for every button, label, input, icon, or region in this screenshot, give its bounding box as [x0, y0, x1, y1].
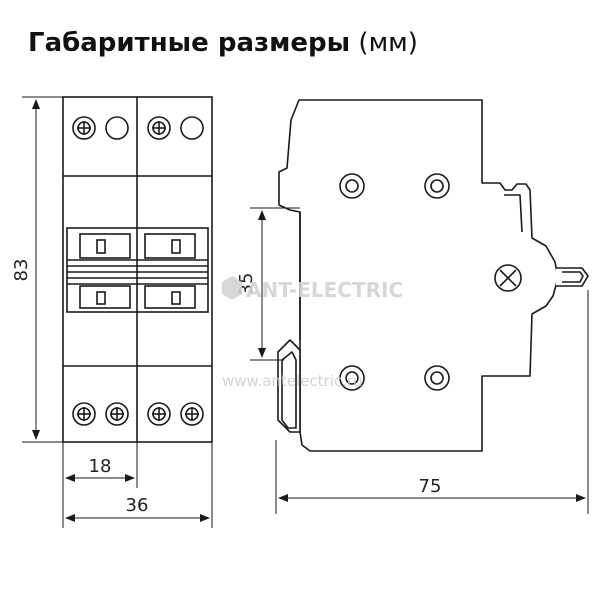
- top-screw-left: [72, 116, 96, 140]
- top-hole-right: [180, 116, 204, 140]
- front-view: [62, 96, 213, 443]
- title-main: Габаритные размеры: [28, 28, 351, 58]
- top-screw-right: [147, 116, 171, 140]
- side-body-outline: [278, 99, 559, 452]
- dim-din: [250, 207, 300, 361]
- handle-lower-left: [79, 285, 131, 309]
- page-title: Габаритные размеры (мм): [28, 28, 418, 58]
- watermark-url: www.antelectric.ru: [222, 372, 363, 390]
- title-unit: (мм): [358, 28, 418, 58]
- dim-height: [22, 96, 63, 443]
- dim-height-label: 83: [11, 259, 32, 282]
- watermark-logo-icon: [222, 276, 242, 300]
- handle-upper-left: [79, 233, 131, 259]
- bottom-screw-3: [147, 402, 171, 426]
- watermark: ANT-ELECTRIC www.antelectric.ru: [222, 276, 403, 390]
- side-hole-2: [424, 173, 450, 199]
- dim-depth-label: 75: [419, 476, 442, 497]
- side-rivet: [494, 264, 522, 292]
- bottom-screw-1: [72, 402, 96, 426]
- handle-lower-right: [144, 285, 196, 309]
- dim-module-width-label: 18: [89, 456, 112, 477]
- dim-widths: [62, 442, 213, 528]
- top-hole-left: [105, 116, 129, 140]
- dim-depth: [275, 290, 589, 514]
- dim-total-width-label: 36: [126, 495, 149, 516]
- watermark-brand: ANT-ELECTRIC: [246, 278, 403, 302]
- din-clip: [277, 339, 301, 433]
- bottom-screw-2: [105, 402, 129, 426]
- bottom-screw-4: [180, 402, 204, 426]
- handle-block: [66, 227, 209, 313]
- side-hole-3: [339, 365, 365, 391]
- side-hole-1: [339, 173, 365, 199]
- handle-upper-right: [144, 233, 196, 259]
- side-view: [277, 99, 589, 452]
- side-hole-4: [424, 365, 450, 391]
